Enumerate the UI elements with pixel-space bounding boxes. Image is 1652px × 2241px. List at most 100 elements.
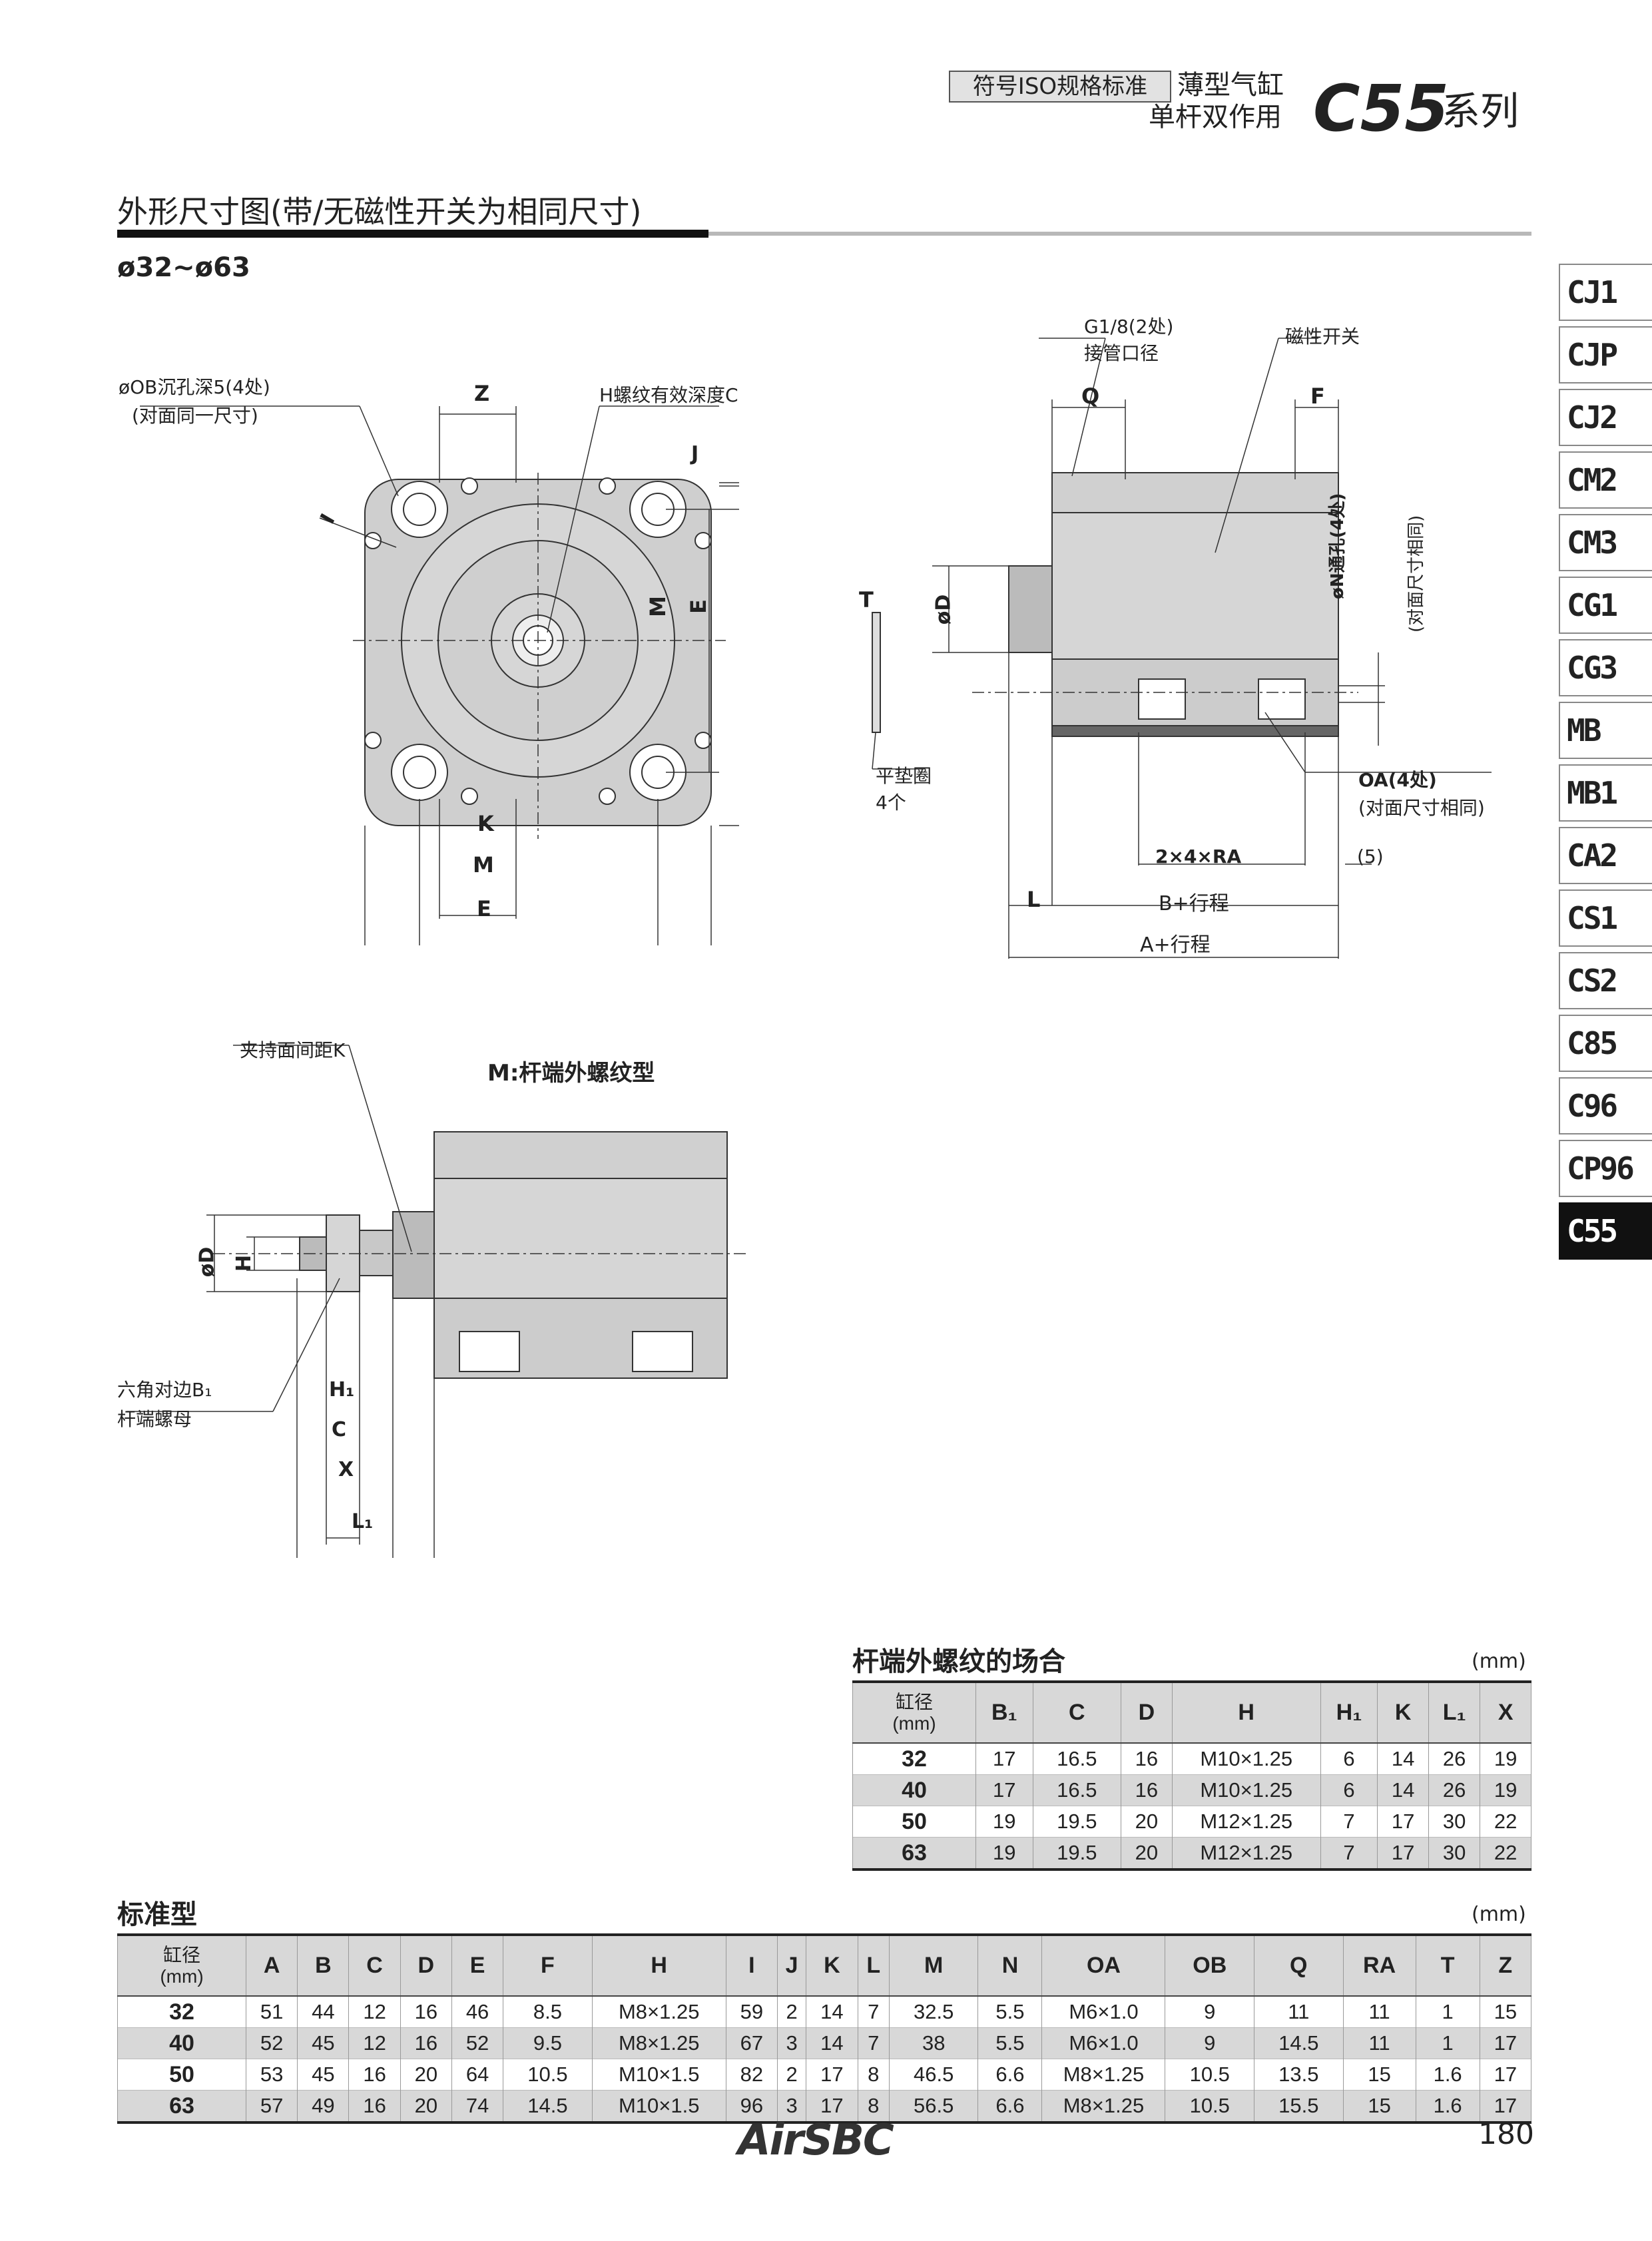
ob-note: (对面同一尺寸) [132,405,258,427]
tab-mb1[interactable]: MB1 [1559,764,1652,822]
l-dim-label: L [1027,887,1041,912]
action-type: 单杆双作用 [1149,102,1282,132]
col-oa: OA [1041,1935,1166,1996]
tab-cjp[interactable]: CJP [1559,326,1652,383]
col-n: N [977,1935,1043,1996]
col-h: H [591,1935,726,1996]
rod-table-unit: (mm) [1472,1650,1526,1673]
b1-label: 六角对边B₁ [117,1379,212,1401]
e-side-label: E [685,599,711,614]
rod-view-title: M:杆端外螺纹型 [487,1060,655,1087]
brand-logo: AirSBC [738,2116,894,2165]
tab-c55[interactable]: C55 [1559,1202,1652,1260]
col-ob: OB [1165,1935,1255,1996]
col-d: D [400,1935,452,1996]
section-title: 外形尺寸图(带/无磁性开关为相同尺寸) [117,194,642,230]
col-ra: RA [1342,1935,1416,1996]
tab-cj1[interactable]: CJ1 [1559,264,1652,321]
k-width-label: 夹持面间距K [240,1039,346,1061]
h-thread-label: H螺纹有效深度C [599,384,738,406]
port-label: G1/8(2处) [1084,316,1174,338]
n-hole-label: øN通孔(4处) [1328,493,1348,599]
tab-cg3[interactable]: CG3 [1559,639,1652,696]
col-f: F [503,1935,593,1996]
col-k: K [1377,1682,1429,1743]
h1-dim-label: H₁ [329,1378,355,1401]
j-dim-label: J [691,442,699,465]
c-dim-label: C [332,1418,347,1441]
col-b1: B₁ [975,1682,1033,1743]
series-tab-strip: CJ1 CJP CJ2 CM2 CM3 CG1 CG3 MB MB1 CA2 C… [1559,264,1652,1265]
col-x: X [1480,1682,1531,1743]
tab-cg1[interactable]: CG1 [1559,577,1652,634]
ob-label: øOB沉孔深5(4处) [119,376,270,398]
tab-ca2[interactable]: CA2 [1559,827,1652,884]
t-dim-label: T [859,587,874,613]
x-dim-label: X [338,1458,354,1481]
bore-header: 缸径 (mm) [852,1682,976,1743]
col-a: A [245,1935,298,1996]
standard-table: 缸径 (mm) A B C D E F H I J K L M N OA OB … [117,1933,1532,2124]
col-q: Q [1254,1935,1344,1996]
std-table-title: 标准型 [117,1899,197,1930]
col-z: Z [1479,1935,1532,1996]
col-d: D [1121,1682,1173,1743]
col-c: C [1032,1682,1122,1743]
std-table-unit: (mm) [1472,1903,1526,1926]
m-side-label: M [645,596,671,617]
a-stroke-label: A+行程 [1140,933,1211,957]
front-view-drawing [140,405,739,945]
col-h1: H₁ [1320,1682,1378,1743]
series-label: 系列 [1442,89,1519,134]
col-k: K [806,1935,858,1996]
tab-cp96[interactable]: CP96 [1559,1140,1652,1197]
standard-tag: 符号ISO规格标准 [949,71,1171,103]
tab-cm3[interactable]: CM3 [1559,514,1652,571]
k-dim-label: K [477,811,494,836]
q-dim-label: Q [1081,383,1100,409]
rod-d-label: øD [195,1246,219,1278]
tab-c85[interactable]: C85 [1559,1015,1652,1072]
title-rule [117,232,1531,236]
washer-label: 平垫圈 [876,765,932,787]
tab-c96[interactable]: C96 [1559,1077,1652,1134]
nut-label: 杆端螺母 [117,1408,192,1430]
tab-cm2[interactable]: CM2 [1559,451,1652,509]
col-l1: L₁ [1428,1682,1481,1743]
port-note: 接管口径 [1084,342,1159,364]
f-dim-label: F [1310,383,1325,409]
tab-mb[interactable]: MB [1559,702,1652,759]
col-j: J [776,1935,807,1996]
tab-cs1[interactable]: CS1 [1559,889,1652,947]
e-bottom-label: E [477,896,491,921]
washer-qty: 4个 [876,792,906,814]
col-l: L [857,1935,890,1996]
n-hole-note: (对面尺寸相同) [1406,515,1426,632]
title-rule-accent [117,230,708,238]
rod-table-title: 杆端外螺纹的场合 [852,1646,1065,1677]
d-dim-label: øD [932,594,956,625]
five-label: (5) [1357,846,1384,868]
oa-label: OA(4处) [1358,769,1437,791]
model-name: C55 [1313,71,1450,146]
col-t: T [1415,1935,1480,1996]
l1-dim-label: L₁ [352,1510,374,1533]
switch-label: 磁性开关 [1285,326,1360,348]
tab-cs2[interactable]: CS2 [1559,952,1652,1009]
col-b: B [297,1935,350,1996]
b-stroke-label: B+行程 [1159,892,1229,915]
z-dim-label: Z [474,381,490,406]
bore-header: 缸径 (mm) [117,1935,246,1996]
col-e: E [451,1935,504,1996]
col-i: I [725,1935,778,1996]
tab-cj2[interactable]: CJ2 [1559,389,1652,446]
col-c: C [348,1935,401,1996]
rod-end-view-drawing [127,1045,746,1558]
